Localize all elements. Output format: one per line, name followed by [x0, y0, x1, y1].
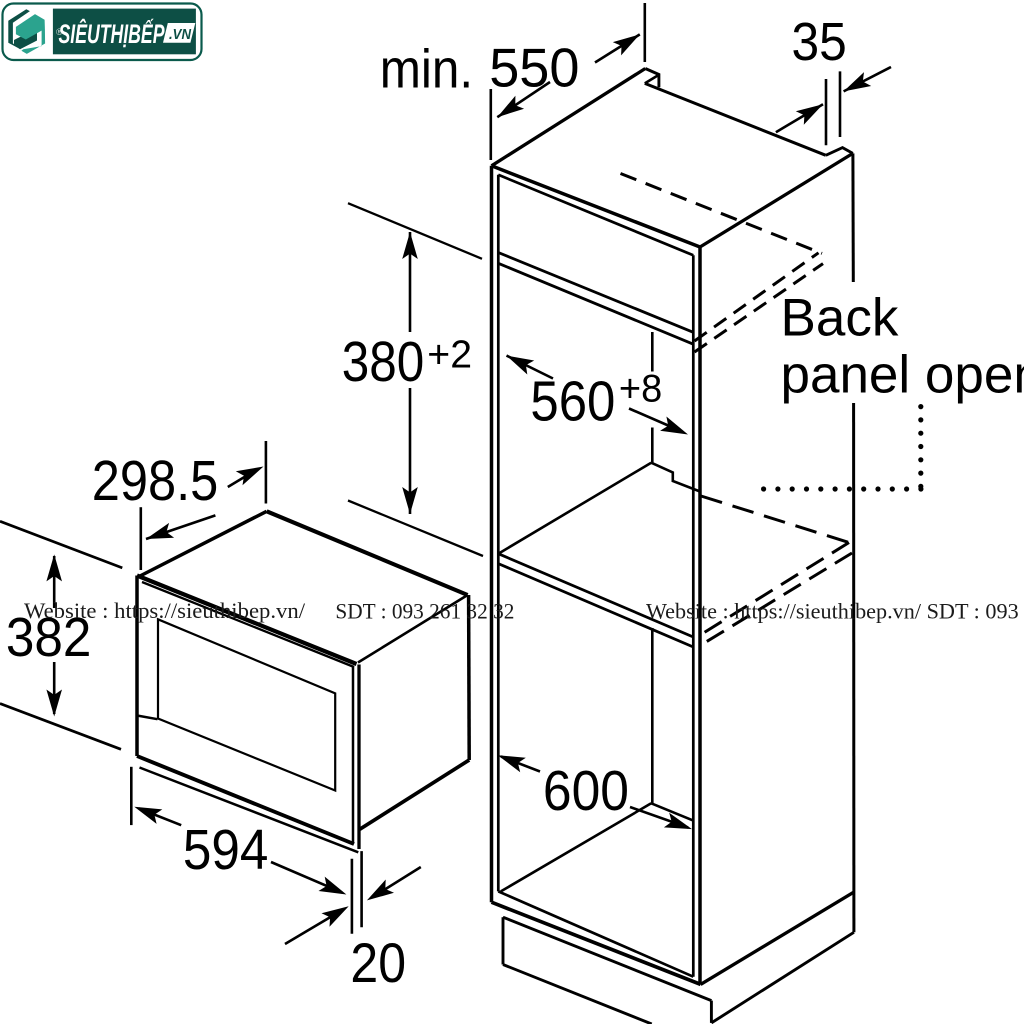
svg-text:+8: +8 [619, 368, 662, 411]
svg-text:panel open: panel open [781, 346, 1024, 405]
svg-text:35: 35 [792, 12, 847, 72]
svg-text:560: 560 [530, 370, 615, 434]
svg-text:SIÊUTHỊBẾP: SIÊUTHỊBẾP [59, 19, 165, 49]
svg-text:380: 380 [342, 330, 425, 394]
svg-text:594: 594 [183, 818, 269, 882]
svg-text:600: 600 [543, 759, 629, 823]
svg-text:+2: +2 [427, 333, 472, 376]
svg-text:Website : https://sieuthibep.v: Website : https://sieuthibep.vn/ [24, 598, 306, 623]
svg-text:Website : https://sieuthibep.v: Website : https://sieuthibep.vn/ SDT : 0… [646, 599, 1024, 624]
svg-text:SDT : 093 261 32 32: SDT : 093 261 32 32 [335, 599, 514, 624]
svg-text:20: 20 [350, 931, 406, 994]
svg-text:Back: Back [781, 289, 899, 348]
svg-text:min.: min. [380, 38, 473, 100]
svg-text:298.5: 298.5 [92, 449, 219, 513]
svg-text:550: 550 [489, 37, 579, 99]
svg-text:.VN: .VN [169, 26, 192, 43]
